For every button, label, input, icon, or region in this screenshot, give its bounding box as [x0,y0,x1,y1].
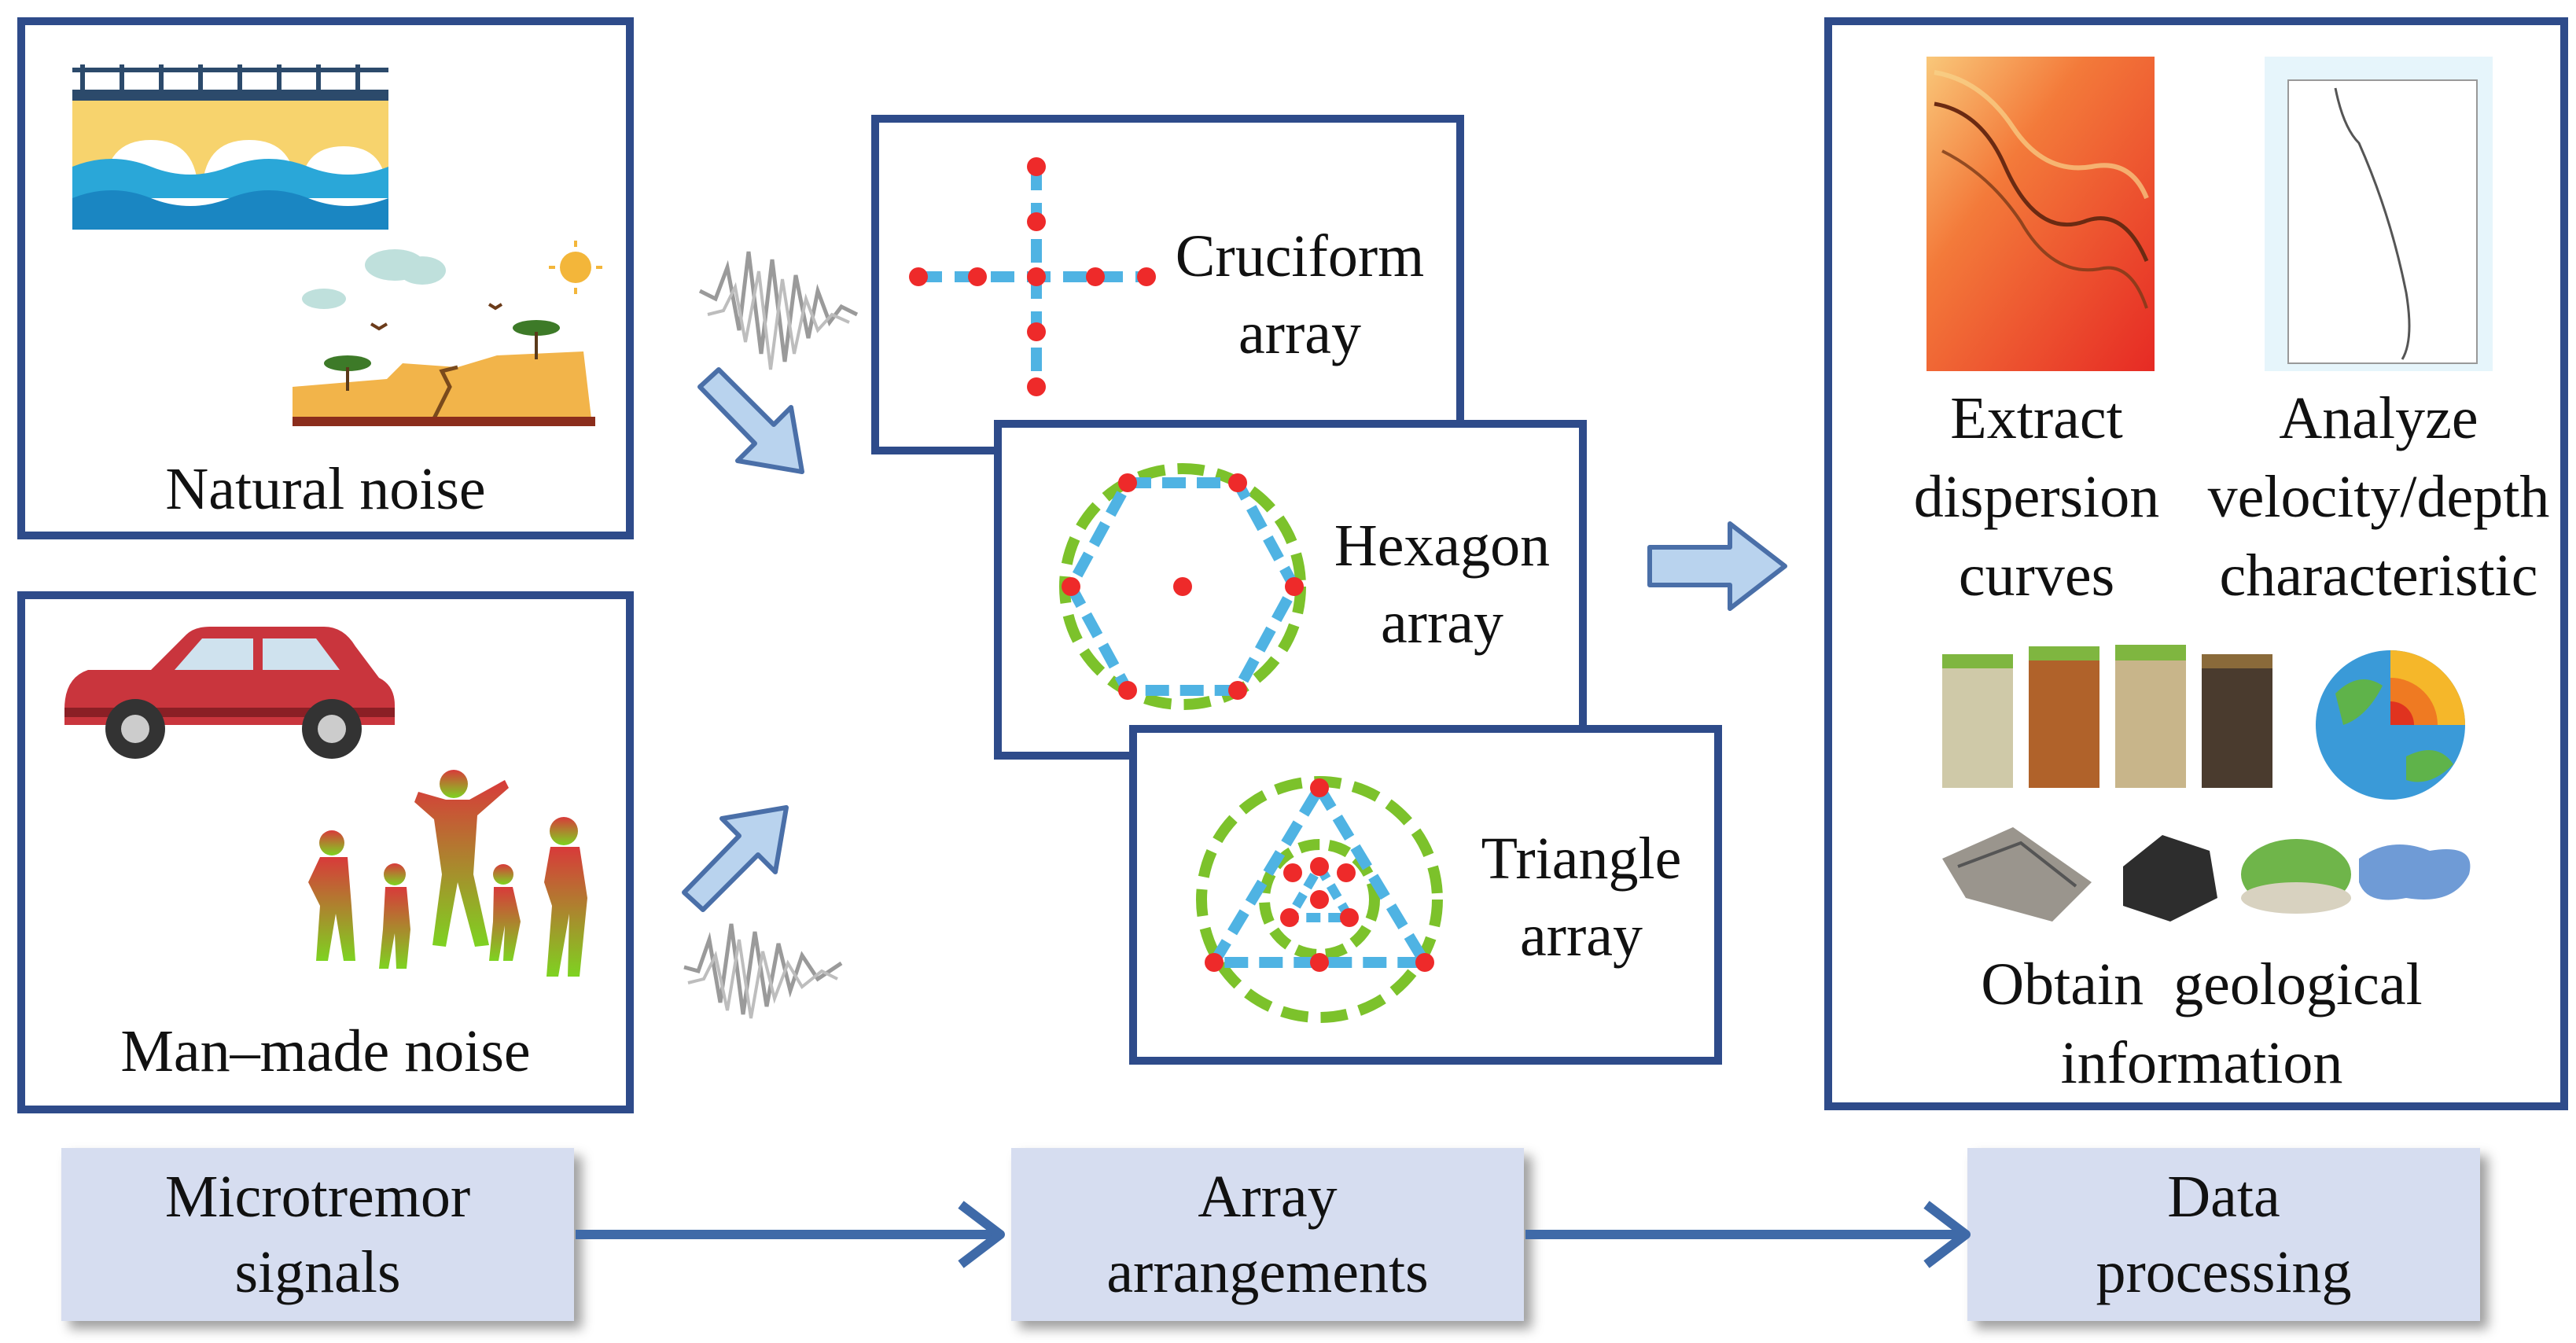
obtain-line1: Obtain geological [1981,951,2423,1017]
hexagon-label-line2: array [1380,590,1504,656]
hexagon-array-diagram [1059,463,1306,710]
extract-line3: curves [1958,543,2115,609]
manmade-noise-panel: Man–made noise [17,591,634,1113]
analyze-line2: velocity/depth [2207,464,2550,530]
dispersion-heatmap-icon [1926,57,2155,371]
manmade-noise-label: Man–made noise [120,1018,531,1084]
analyze-line1: Analyze [2279,385,2478,451]
soil-columns-icon [1942,645,2272,788]
flow-arrow-1 [576,1201,1005,1268]
obtain-line2: information [2060,1030,2343,1096]
waveform-icon [683,923,843,1019]
landscape-icon [293,241,602,426]
triangle-array-panel: Triangle array [1129,725,1722,1065]
rock-samples-icon [1942,827,2471,922]
triangle-array-diagram [1196,776,1443,1023]
velocity-profile-icon [2265,57,2493,371]
cruciform-label-line2: array [1238,300,1362,366]
stage-label-line1: Data [2167,1164,2280,1230]
stage-microtremor-signals: Microtremor signals [61,1148,574,1321]
natural-noise-panel: Natural noise [17,17,634,539]
data-processing-panel: Extract dispersion curves Analyze veloci… [1824,17,2568,1110]
people-icon [308,770,587,977]
stage-label-line1: Array [1198,1164,1338,1230]
extract-line2: dispersion [1913,464,2160,530]
earth-cutaway-icon [2316,650,2465,800]
waveform-icon [698,251,859,370]
arrow-natural-to-arrays [697,367,804,474]
car-icon [64,627,395,759]
hexagon-label-line1: Hexagon [1334,513,1551,579]
stage-label-line2: processing [2096,1239,2352,1305]
cruciform-label-line1: Cruciform [1175,223,1425,289]
arrow-manmade-to-arrays [682,805,789,912]
cruciform-array-diagram [909,157,1156,396]
stage-label-line2: arrangements [1106,1239,1429,1305]
extract-line1: Extract [1950,385,2123,451]
stage-label-line1: Microtremor [164,1164,471,1230]
cruciform-array-panel: Cruciform array [871,115,1464,454]
triangle-label-line1: Triangle [1481,826,1682,892]
hexagon-array-panel: Hexagon array [994,420,1587,760]
analyze-line3: characteristic [2219,543,2538,609]
bridge-icon [72,64,388,230]
stage-array-arrangements: Array arrangements [1011,1148,1524,1321]
triangle-label-line2: array [1519,903,1643,969]
stage-label-line2: signals [234,1239,401,1305]
arrow-arrays-to-processing [1647,521,1787,611]
natural-noise-label: Natural noise [165,456,486,522]
stage-data-processing: Data processing [1967,1148,2480,1321]
flow-arrow-2 [1525,1201,1971,1268]
